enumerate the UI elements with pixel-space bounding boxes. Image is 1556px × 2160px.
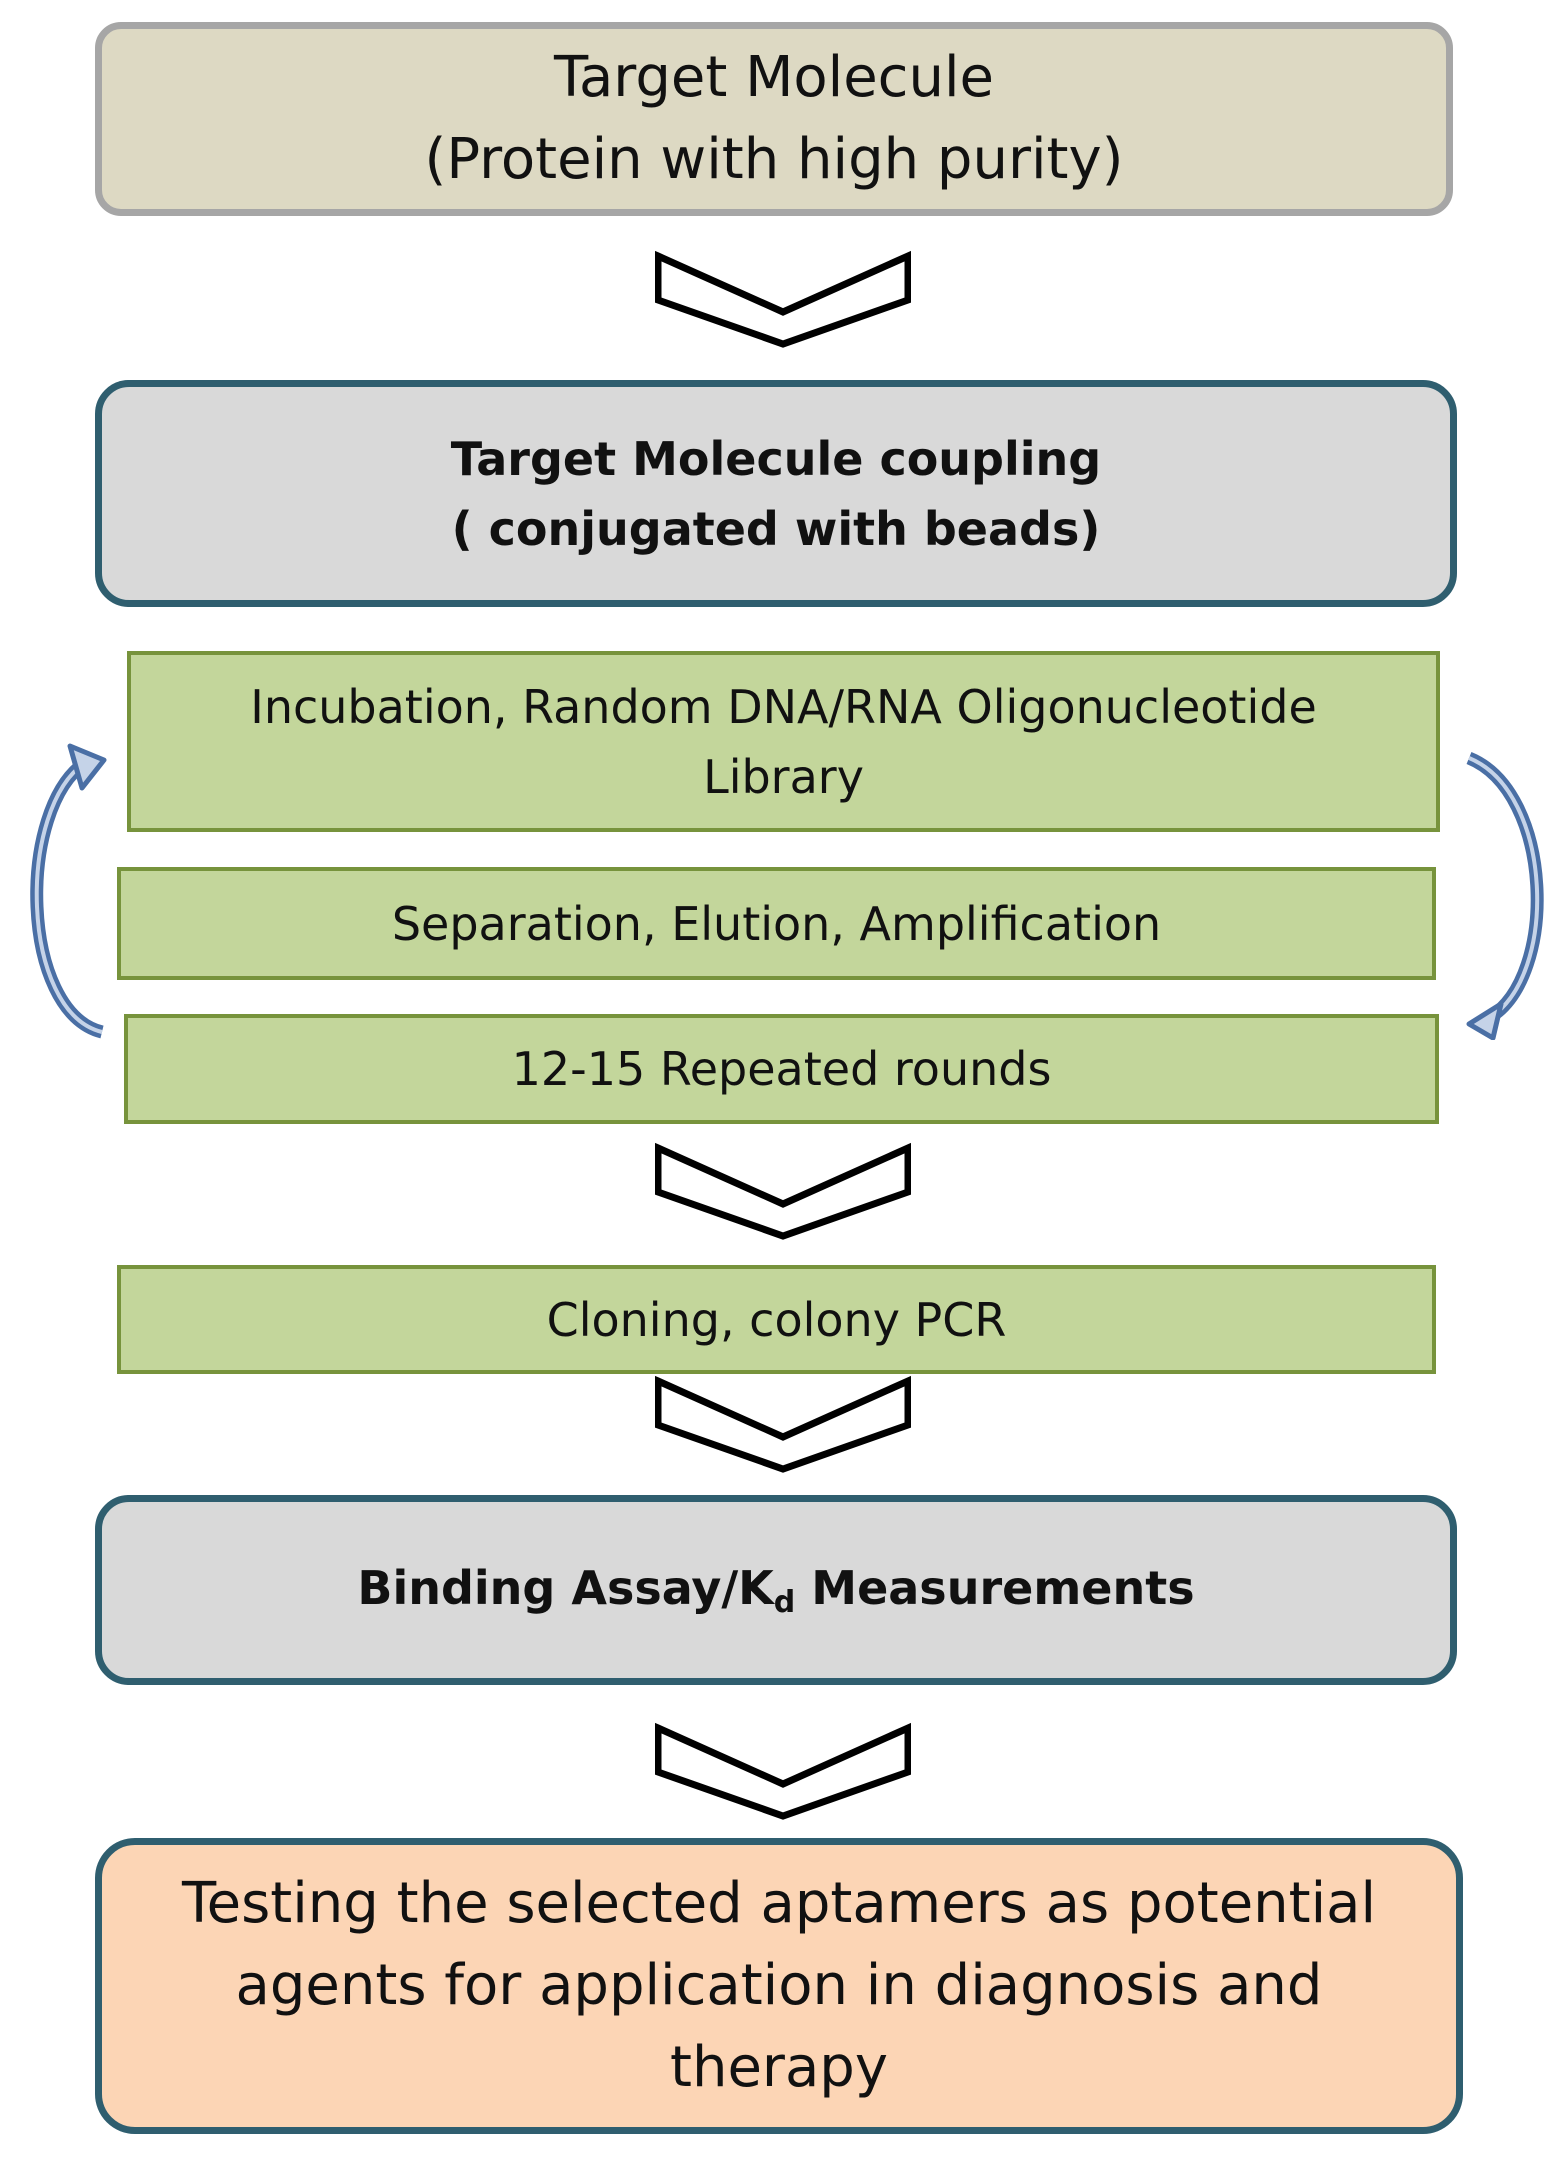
repeated-rounds-box: 12-15 Repeated rounds	[124, 1014, 1439, 1124]
target-coupling-box: Target Molecule coupling ( conjugated wi…	[95, 380, 1457, 607]
chevron-down-icon	[655, 250, 911, 348]
target-coupling-subtitle: ( conjugated with beads)	[451, 501, 1101, 556]
incubation-box: Incubation, Random DNA/RNA Oligonucleoti…	[127, 651, 1440, 832]
chevron-down-icon	[655, 1142, 911, 1240]
binding-assay-subscript: d	[773, 1584, 796, 1620]
testing-line-3: therapy	[670, 2035, 888, 2100]
binding-assay-prefix: Binding Assay/K	[357, 1560, 774, 1615]
curved-arrow-icon	[30, 743, 107, 1039]
testing-box: Testing the selected aptamers as potenti…	[95, 1838, 1463, 2134]
chevron-down-icon	[655, 1375, 911, 1473]
target-molecule-subtitle: (Protein with high purity)	[424, 127, 1124, 192]
target-molecule-box: Target Molecule (Protein with high purit…	[95, 22, 1453, 216]
curved-arrow-icon	[1466, 751, 1544, 1040]
cloning-box: Cloning, colony PCR	[117, 1265, 1436, 1374]
chevron-down-icon	[655, 1722, 911, 1820]
target-molecule-title: Target Molecule	[554, 45, 994, 110]
testing-line-1: Testing the selected aptamers as potenti…	[181, 1871, 1377, 1936]
target-coupling-title: Target Molecule coupling	[450, 431, 1102, 486]
repeated-rounds-label: 12-15 Repeated rounds	[511, 1042, 1052, 1096]
separation-label: Separation, Elution, Amplification	[391, 896, 1162, 951]
binding-assay-box: Binding Assay/Kd Measurements	[95, 1495, 1457, 1685]
binding-assay-suffix: Measurements	[795, 1560, 1195, 1615]
incubation-line-1: Incubation, Random DNA/RNA Oligonucleoti…	[250, 679, 1317, 734]
binding-assay-label: Binding Assay/Kd Measurements	[357, 1561, 1194, 1620]
cloning-label: Cloning, colony PCR	[546, 1292, 1007, 1347]
incubation-line-2: Library	[703, 749, 864, 804]
separation-box: Separation, Elution, Amplification	[117, 867, 1436, 980]
testing-line-2: agents for application in diagnosis and	[235, 1953, 1323, 2018]
